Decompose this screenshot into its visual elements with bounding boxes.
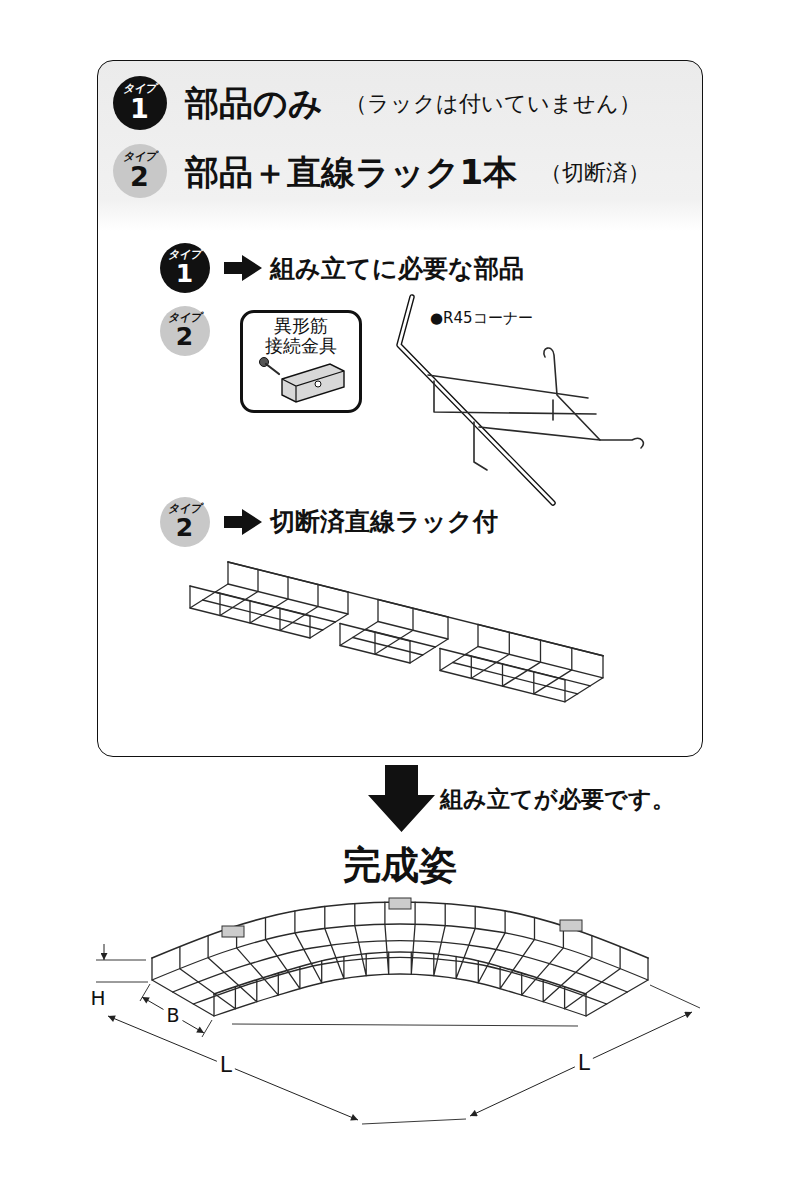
rack-cross-wire [471, 632, 509, 678]
extension-line [232, 1024, 578, 1026]
dimension-label: L [575, 1051, 593, 1075]
extension-line [202, 1020, 212, 1037]
badge-caption: タイプ [168, 249, 201, 260]
type-badge: タイプ1 [160, 243, 210, 293]
rack-cross-wire [410, 617, 448, 663]
corner-bottom-wire [193, 957, 606, 1004]
rack-cross-wire [280, 585, 318, 631]
part-name: 異形筋 接続金具 [263, 316, 339, 357]
badge-number: 1 [130, 95, 149, 122]
rack-cross-wire [534, 648, 572, 694]
rack-cross-wire [310, 592, 348, 638]
rack-cross-wire [375, 608, 413, 654]
badge-caption: タイプ [168, 312, 201, 323]
corner-crossbar [479, 427, 600, 440]
extension-line [362, 1119, 466, 1124]
heading: 部品＋直線ラック1本 [185, 151, 518, 192]
corner-bottom-wire [173, 941, 628, 992]
note: 組み立てが必要です。 [440, 787, 675, 812]
corner-leg [552, 400, 554, 420]
dimension-l [470, 1012, 692, 1116]
corner-hook-wire [544, 348, 644, 448]
corner-cross-wire [478, 911, 505, 983]
rack-rail-wire [228, 562, 603, 656]
rack-cross-wire [340, 600, 378, 646]
extension-line [96, 982, 148, 983]
section-heading: 完成姿 [343, 845, 457, 887]
rack-cross-wire [440, 625, 478, 671]
joint-plate [389, 898, 411, 909]
corner-crossbar [434, 381, 596, 414]
badge-number: 2 [176, 324, 193, 349]
screw-shank [266, 364, 279, 374]
rack-cross-wire [220, 570, 258, 616]
corner-cross-wire [456, 907, 475, 979]
dimension-label: H [90, 987, 105, 1009]
dimension-h [104, 944, 105, 960]
badge-number: 2 [176, 515, 193, 540]
dimension-label: B [163, 1005, 182, 1026]
bracket-hole [315, 381, 321, 387]
corner-cross-wire [385, 902, 389, 974]
pointer-arrow [224, 509, 262, 535]
pointer-arrow [224, 255, 262, 281]
corner-leg [474, 422, 487, 470]
extension-line [650, 985, 700, 1008]
corner-cross-wire [500, 917, 534, 988]
joint-plate [560, 920, 582, 931]
corner-cross-wire [565, 947, 621, 1009]
dimension-l [108, 1016, 358, 1120]
corner-cross-wire [355, 904, 366, 976]
rack-cross-wire [503, 640, 541, 686]
section-label: 切断済直線ラック付 [270, 507, 498, 537]
heading-note: （切断済） [540, 159, 650, 185]
badge-caption: タイプ [168, 503, 201, 514]
rack-cross-wire [565, 656, 603, 702]
corner-cross-wire [586, 958, 648, 1016]
badge-caption: タイプ [123, 151, 156, 162]
corner-bottom-wire [214, 974, 586, 1016]
panel-ground [97, 60, 703, 757]
corner-cross-wire [411, 902, 415, 974]
type-badge: タイプ2 [113, 144, 167, 198]
type-badge: タイプ1 [113, 76, 167, 130]
corner-back-rim [152, 902, 648, 958]
badge-number: 1 [176, 261, 193, 286]
corner-cross-wire [434, 904, 445, 976]
part-box: 異形筋 接続金具 [240, 310, 362, 413]
bracket-plate [282, 364, 344, 402]
dimension-label: L [217, 1053, 235, 1077]
type-badge: タイプ2 [160, 306, 210, 356]
corner-cross-wire [543, 936, 592, 1002]
section-label: 組み立てに必要な部品 [270, 254, 524, 284]
corner-rod [399, 297, 553, 503]
joint-plate [222, 926, 244, 937]
bracket-flange [282, 371, 344, 402]
parts-panel: 部品のみ （ラックは付いていません） 部品＋直線ラック1本 （切断済） 組み立てに必要な… [97, 60, 703, 757]
down-arrow [368, 765, 435, 832]
heading-note: （ラックは付いていません） [345, 90, 641, 116]
badge-caption: タイプ [123, 83, 156, 94]
corner-rod-inner [399, 297, 553, 503]
rack-cross-wire [250, 577, 288, 623]
badge-number: 2 [130, 163, 149, 190]
type-badge: タイプ2 [160, 497, 210, 547]
corner-cross-wire [208, 936, 257, 1002]
rack-cross-wire [190, 562, 228, 608]
part-label: ●R45コーナー [430, 310, 533, 327]
heading: 部品のみ [185, 82, 323, 123]
dimension-b [142, 997, 204, 1033]
corner-cross-wire [295, 911, 322, 983]
corner-crossbar [428, 375, 588, 398]
corner-cross-wire [325, 907, 344, 979]
